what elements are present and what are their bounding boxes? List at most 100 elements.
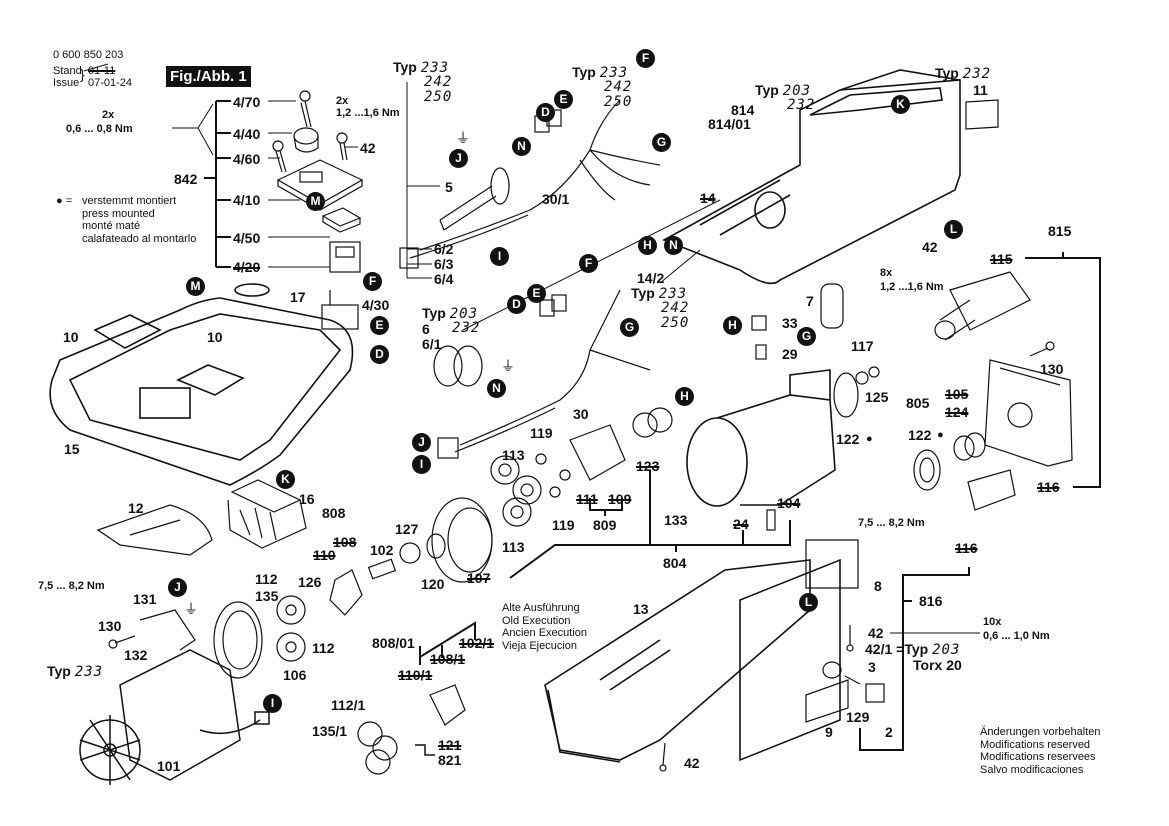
- washer-120: [426, 533, 446, 559]
- connector-badge-g: G: [620, 318, 639, 337]
- typ-label-f: Typ 233: [631, 285, 688, 302]
- part-label: 33: [782, 315, 798, 331]
- ground-symbol-icon: ⏚: [456, 130, 470, 146]
- part-label: 130: [1040, 361, 1064, 377]
- part-label: 804: [663, 555, 687, 571]
- part-label: 135/1: [312, 723, 348, 739]
- bracket-821: [415, 744, 435, 756]
- document-number: 0 600 850 203: [53, 49, 124, 61]
- part-label: 104: [777, 495, 801, 511]
- typ-label-d: Typ 232: [935, 65, 992, 82]
- part-label: 108/1: [430, 651, 466, 667]
- part-label: 2: [885, 724, 893, 740]
- connector-badge-d: D: [507, 295, 526, 314]
- motor-101: [79, 649, 270, 785]
- ground-symbol-icon: ⏚: [184, 601, 198, 617]
- connector-badge-k: K: [276, 470, 295, 489]
- connector-badge-h: H: [723, 316, 742, 335]
- part-label: 42: [684, 755, 700, 771]
- gear-113-c: [502, 497, 532, 527]
- connector-badge-h: H: [675, 387, 694, 406]
- torque-qty-2: 2x: [336, 95, 349, 107]
- part-label: 30/1: [542, 191, 570, 207]
- part-label: 4/50: [233, 230, 261, 246]
- part-label: 12: [128, 500, 144, 516]
- torque-value-3: 1,2 ...1,6 Nm: [880, 281, 944, 293]
- stand-label: Stand: [53, 65, 82, 77]
- plug-6: [433, 345, 483, 387]
- bracket-842: [204, 100, 231, 268]
- legend-line-de: verstemmt montiert: [82, 195, 177, 207]
- gear-housing-104: [686, 369, 836, 507]
- connector-badge-m: M: [186, 277, 205, 296]
- screw-4-70: [299, 90, 312, 128]
- issue-date: 07-01-24: [88, 77, 133, 89]
- rotor-115: [934, 271, 1031, 341]
- connector-badge-f: F: [579, 254, 598, 273]
- part-label: 4/10: [233, 192, 261, 208]
- part-label: 24: [733, 516, 749, 532]
- connector-badge-n: N: [664, 236, 683, 255]
- part-label: 5: [445, 179, 453, 195]
- bushing-123: [632, 407, 673, 438]
- part-label: 113: [502, 447, 525, 463]
- strike-old-date: [83, 63, 109, 72]
- part-label: 101: [157, 758, 181, 774]
- switch-4-50: [321, 207, 362, 233]
- gasket-122: [833, 366, 880, 418]
- connector-badge-h: H: [638, 236, 657, 255]
- washer-119: [535, 453, 571, 498]
- typ-c-232: 232: [787, 97, 816, 113]
- screw-4-60: [272, 140, 287, 173]
- part-label: 14: [700, 190, 716, 206]
- base-tray-13: [544, 558, 841, 763]
- part-42-1-label: 42/1 =Typ 203: [865, 641, 961, 658]
- part-label: 14/2: [637, 270, 665, 286]
- torque-value-5: 7,5 ... 8,2 Nm: [858, 517, 925, 529]
- part-label: 9: [825, 724, 833, 740]
- label-8: [805, 539, 859, 589]
- bracket-131: [139, 609, 196, 651]
- part-label: 42: [922, 239, 938, 255]
- part-label: 10: [63, 329, 79, 345]
- ring-106: [213, 601, 263, 679]
- typ-b-242: 242: [604, 79, 633, 95]
- part-label: 42: [868, 625, 884, 641]
- part-label: 808: [322, 505, 346, 521]
- part-label: 130: [98, 618, 122, 634]
- gear-113-b: [512, 475, 542, 505]
- part-label: 814: [731, 102, 755, 118]
- capacitor-7: [820, 283, 844, 329]
- typ-label-b: Typ 233: [572, 64, 629, 81]
- typ-a-242: 242: [424, 74, 453, 90]
- gear-112-a: [276, 595, 306, 625]
- part-label: 13: [633, 601, 649, 617]
- part-label: 133: [664, 512, 688, 528]
- legend-line-es: calafateado al montarlo: [82, 232, 197, 245]
- brace: }: [80, 66, 85, 82]
- legend-line-fr: monté maté: [82, 220, 141, 232]
- part-label: 131: [133, 591, 157, 607]
- part-label: 107: [467, 570, 491, 586]
- part-label: 30: [573, 406, 589, 422]
- part-label: 816: [919, 593, 943, 609]
- part-label: 135: [255, 588, 279, 604]
- connector-badge-k: K: [891, 95, 910, 114]
- part-label: 132: [124, 647, 148, 663]
- typ-b-250: 250: [604, 94, 633, 110]
- connector-badge-d: D: [370, 345, 389, 364]
- old-exec-fr: Ancien Execution: [502, 627, 587, 639]
- part-label: 809: [593, 517, 617, 533]
- part-label: 4/60: [233, 151, 261, 167]
- part-label: 105: [945, 386, 969, 402]
- part-label: 119: [552, 517, 575, 533]
- part-label: 113: [502, 539, 525, 555]
- part-label: 112: [312, 640, 335, 656]
- part-label: 124: [945, 404, 969, 420]
- screw-130: [1029, 341, 1055, 357]
- part-label: 4/20: [233, 259, 261, 275]
- cable-guide-5: [439, 167, 510, 231]
- part-label: 10: [207, 329, 223, 345]
- pinion-127: [399, 542, 421, 564]
- terminal-4-30: [321, 290, 359, 330]
